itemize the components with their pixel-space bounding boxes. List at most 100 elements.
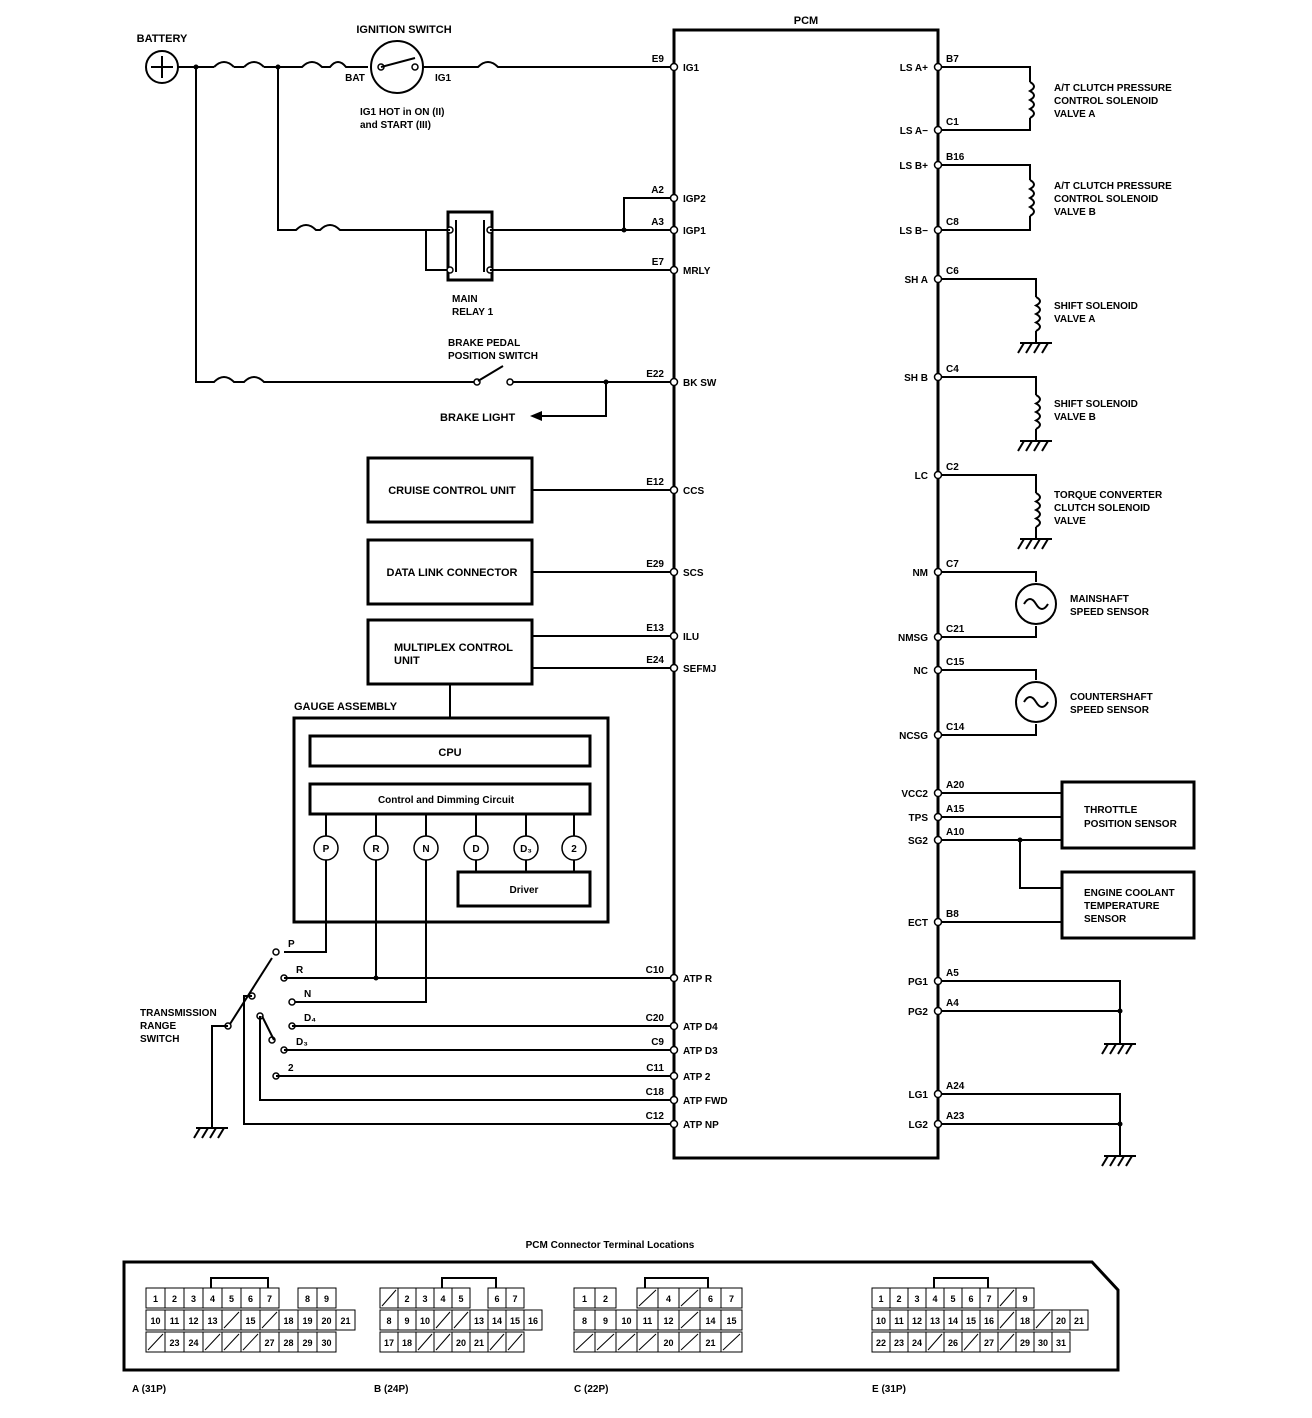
- driver-label: Driver: [510, 885, 539, 896]
- pcm-pin-a4: [933, 1006, 943, 1016]
- connector-terminal-number: 5: [458, 1294, 463, 1304]
- gauge-indicator-label: R: [372, 844, 380, 855]
- connector-terminal-number: 4: [440, 1294, 445, 1304]
- connector-terminal-number: 9: [324, 1294, 329, 1304]
- connector-terminal-number: 29: [1020, 1338, 1030, 1348]
- trs-label-1: TRANSMISSION: [140, 1008, 217, 1019]
- connector-terminal-number: 27: [264, 1338, 274, 1348]
- main-relay-label-1: MAIN: [452, 294, 478, 305]
- gauge-assembly-label: GAUGE ASSEMBLY: [294, 701, 398, 713]
- pcm-pin-name: SG2: [908, 836, 928, 847]
- pcm-pin-c4: [933, 372, 943, 382]
- component-label: VALVE A: [1054, 109, 1095, 120]
- trs-position-label: D₃: [296, 1037, 308, 1048]
- pcm-pin-name: SCS: [683, 568, 704, 579]
- trs-label-2: RANGE: [140, 1021, 176, 1032]
- component-label: SHIFT SOLENOID: [1054, 301, 1138, 312]
- component-label: ENGINE COOLANT: [1084, 888, 1175, 899]
- pcm-pin-name: PG2: [908, 1007, 928, 1018]
- multiplex-label-1: MULTIPLEX CONTROL: [394, 642, 513, 654]
- connector-terminal-number: 8: [386, 1316, 391, 1326]
- pcm-pin-name: MRLY: [683, 266, 711, 277]
- pcm-pin-name: TPS: [909, 813, 929, 824]
- pcm-pin-id: C6: [946, 266, 959, 277]
- pcm-pin-id: A3: [651, 217, 664, 228]
- component-label: POSITION SENSOR: [1084, 819, 1178, 830]
- pcm-pin-c8: [933, 225, 943, 235]
- component-label: TEMPERATURE: [1084, 901, 1160, 912]
- connector-terminal-number: 15: [966, 1316, 976, 1326]
- connector-terminal-number: 31: [1056, 1338, 1066, 1348]
- connector-terminal-number: 7: [729, 1294, 734, 1304]
- connector-terminal-number: 10: [621, 1316, 631, 1326]
- connector-terminal-number: 20: [1056, 1316, 1066, 1326]
- pcm-label: PCM: [794, 15, 818, 27]
- component-label: CLUTCH SOLENOID: [1054, 503, 1150, 514]
- connector-terminal-number: 2: [603, 1294, 608, 1304]
- connector-terminal-number: 3: [191, 1294, 196, 1304]
- pcm-pin-name: CCS: [683, 486, 704, 497]
- connector-terminal-number: 1: [878, 1294, 883, 1304]
- pcm-pin-id: E9: [652, 54, 665, 65]
- trs-contact: [272, 948, 280, 956]
- pcm-pin-name: IGP2: [683, 194, 706, 205]
- data-link-connector: DATA LINK CONNECTOR: [366, 538, 534, 606]
- connector-terminal-number: 6: [494, 1294, 499, 1304]
- connector-terminal-number: 10: [420, 1316, 430, 1326]
- pcm-pin-e7: [669, 265, 679, 275]
- brake-switch-label-2: POSITION SWITCH: [448, 351, 538, 362]
- pcm-pin-name: LG1: [909, 1090, 929, 1101]
- pcm-pin-name: ATP FWD: [683, 1096, 728, 1107]
- pcm-pin-name: VCC2: [901, 789, 928, 800]
- pcm-pin-id: C18: [646, 1087, 665, 1098]
- pcm-pin-name: LC: [915, 471, 928, 482]
- connector-terminal: [316, 1331, 337, 1353]
- connector-terminal-number: 20: [456, 1338, 466, 1348]
- connector-terminal-number: 29: [302, 1338, 312, 1348]
- connector-terminal-number: 7: [986, 1294, 991, 1304]
- connector-terminal-number: 15: [245, 1316, 255, 1326]
- trs-position-label: P: [288, 939, 295, 950]
- pcm-pin-e12: [669, 485, 679, 495]
- gauge-indicator-label: P: [323, 844, 330, 855]
- pcm-pin-id: A10: [946, 827, 965, 838]
- throttle-position-sensor: [1060, 780, 1196, 850]
- pcm-pin-id: E13: [646, 623, 664, 634]
- dlc-label: DATA LINK CONNECTOR: [387, 567, 518, 579]
- connector-terminal: [259, 1287, 280, 1309]
- dimming-label: Control and Dimming Circuit: [378, 795, 515, 806]
- pcm-pin-c6: [933, 274, 943, 284]
- connector-terminal-number: 24: [912, 1338, 922, 1348]
- component-label: VALVE B: [1054, 412, 1096, 423]
- pcm-pin-name: LG2: [909, 1120, 929, 1131]
- connector-terminal-number: 21: [474, 1338, 484, 1348]
- pcm-pin-name: ILU: [683, 632, 699, 643]
- connector-terminal-number: 8: [305, 1294, 310, 1304]
- connector-terminal: [316, 1287, 337, 1309]
- connector-terminal-number: 19: [302, 1316, 312, 1326]
- pcm-pin-id: C10: [646, 965, 665, 976]
- pcm-pin-c12: [669, 1119, 679, 1129]
- pcm-pin-name: NC: [914, 666, 928, 677]
- connector-terminal-number: 18: [402, 1338, 412, 1348]
- connector-terminal-number: 2: [404, 1294, 409, 1304]
- connector-terminal-number: 17: [384, 1338, 394, 1348]
- pcm-pin-a24: [933, 1089, 943, 1099]
- pcm-pin-name: SH B: [904, 373, 928, 384]
- connector-terminal-number: 3: [914, 1294, 919, 1304]
- connector-terminal-number: 6: [248, 1294, 253, 1304]
- gauge-assembly: GAUGE ASSEMBLY CPU Control and Dimming C…: [292, 701, 610, 924]
- connector-terminal-number: 13: [207, 1316, 217, 1326]
- pcm-pin-id: E7: [652, 257, 665, 268]
- pcm-pin-name: NCSG: [899, 731, 928, 742]
- main-relay-label-2: RELAY 1: [452, 307, 494, 318]
- pcm-pin-e9: [669, 62, 679, 72]
- ignition-switch-label: IGNITION SWITCH: [356, 24, 451, 36]
- connector-terminal-number: 14: [705, 1316, 715, 1326]
- pcm-pin-name: ATP NP: [683, 1120, 719, 1131]
- connector-terminal-number: 30: [321, 1338, 331, 1348]
- connector-terminal-number: 20: [321, 1316, 331, 1326]
- pcm-pin-id: B7: [946, 54, 959, 65]
